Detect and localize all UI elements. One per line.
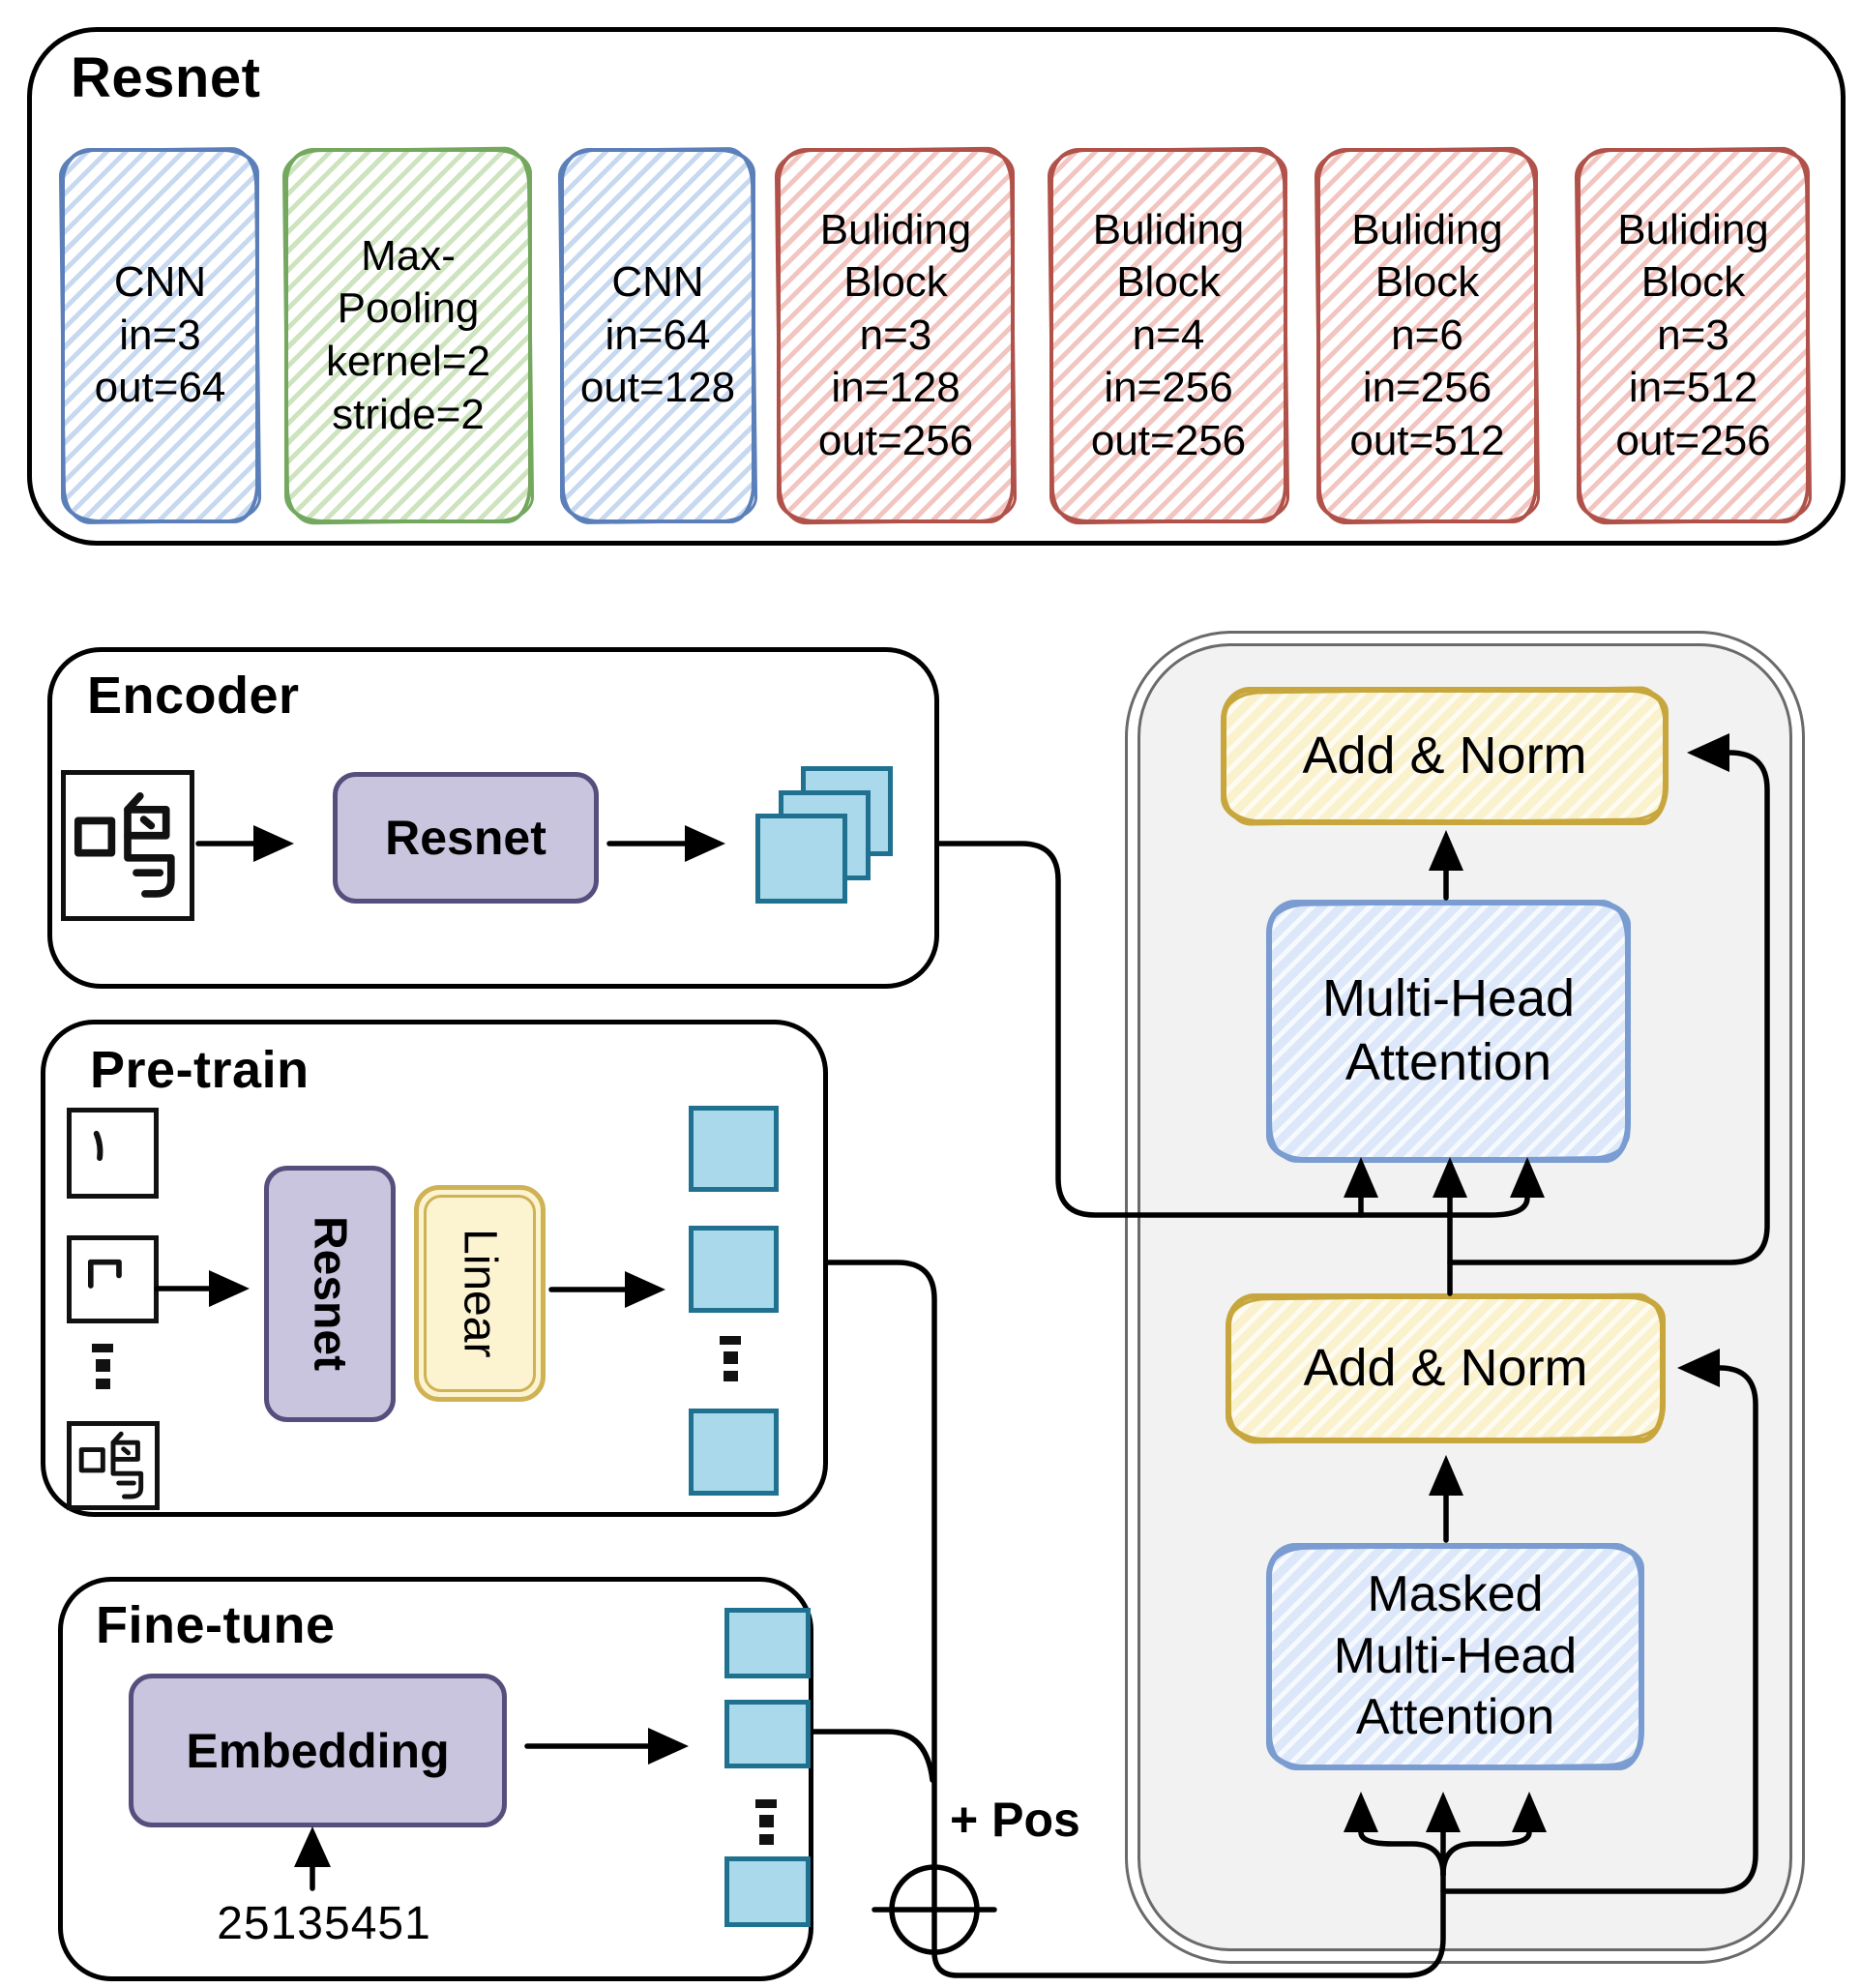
block-line: Block (1640, 258, 1746, 307)
block-cnn-1: CNN in=3 out=64 (61, 148, 259, 523)
block-line: n=4 (1132, 311, 1205, 359)
block-line: out=256 (1615, 416, 1771, 464)
block-line: Pooling (337, 284, 480, 333)
mha-line: Attention (1344, 1033, 1552, 1091)
pretrain-linear-label: Linear (454, 1229, 506, 1358)
block-line: Buliding (1617, 205, 1769, 253)
masked-mha-line: Attention (1355, 1689, 1555, 1746)
block-line: in=256 (1104, 364, 1233, 412)
stroke-input-box-1 (67, 1108, 159, 1199)
pretrain-box: Pre-train Resnet Linear (41, 1020, 828, 1517)
ming-character-glyph (78, 1431, 144, 1499)
pretrain-resnet-label: Resnet (304, 1216, 356, 1372)
stroke-input-box-2 (67, 1235, 159, 1323)
block-line: out=256 (1090, 416, 1247, 464)
block-max-pooling: Max- Pooling kernel=2 stride=2 (284, 148, 532, 523)
block-line: out=512 (1349, 416, 1505, 464)
finetune-input-sequence: 25135451 (217, 1898, 431, 1949)
plus-circle-icon (889, 1864, 980, 1955)
block-line: n=6 (1391, 311, 1463, 359)
pretrain-title: Pre-train (90, 1041, 310, 1099)
ming-character-glyph (74, 791, 175, 898)
resnet-strip-title: Resnet (71, 46, 261, 109)
token-square (724, 1700, 811, 1768)
embedding-square (689, 1106, 779, 1192)
encoder-input-char-box (61, 770, 194, 921)
add-norm-top-box: Add & Norm (1221, 687, 1669, 825)
block-line: kernel=2 (325, 338, 490, 385)
stroke-2-glyph (87, 1259, 122, 1289)
block-line: n=3 (1657, 311, 1729, 359)
embedding-square (689, 1409, 779, 1496)
block-building-4: Buliding Block n=3 in=512 out=256 (1577, 148, 1810, 523)
block-line: out=256 (817, 416, 974, 464)
encoder-resnet-label: Resnet (385, 811, 546, 865)
block-line: Max- (361, 231, 456, 280)
block-building-1: Buliding Block n=3 in=128 out=256 (777, 148, 1015, 523)
block-line: Block (1374, 258, 1480, 307)
vertical-ellipsis-icon (92, 1344, 113, 1389)
block-cnn-2: CNN in=64 out=128 (560, 148, 755, 523)
finetune-box: Fine-tune Embedding 25135451 (58, 1577, 813, 1981)
mha-line: Multi-Head (1321, 969, 1576, 1028)
token-square (724, 1608, 811, 1678)
block-line: Buliding (1351, 205, 1503, 253)
finetune-embedding-label: Embedding (186, 1723, 450, 1778)
block-line: Buliding (819, 205, 972, 253)
finetune-title: Fine-tune (96, 1596, 336, 1654)
block-line: Block (843, 258, 948, 307)
block-line: in=128 (831, 364, 960, 412)
embedding-square (689, 1226, 779, 1313)
block-line: out=128 (579, 364, 736, 412)
masked-mha-line: Multi-Head (1333, 1627, 1578, 1684)
block-line: stride=2 (332, 390, 485, 438)
block-line: n=3 (859, 311, 932, 359)
feature-map-square (755, 814, 847, 904)
pretrain-resnet-box: Resnet (264, 1166, 396, 1422)
block-building-2: Buliding Block n=4 in=256 out=256 (1049, 148, 1287, 523)
encoder-resnet-box: Resnet (333, 772, 599, 904)
block-line: in=64 (605, 311, 711, 359)
block-line: CNN (611, 258, 704, 307)
block-line: in=512 (1628, 364, 1758, 412)
block-line: Buliding (1092, 205, 1245, 253)
block-line: out=64 (94, 364, 226, 412)
pretrain-linear-box: Linear (414, 1185, 546, 1402)
add-norm-bottom-box: Add & Norm (1226, 1293, 1666, 1443)
block-line: Block (1116, 258, 1221, 307)
masked-mha-line: Masked (1367, 1566, 1544, 1623)
add-norm-bottom-label: Add & Norm (1303, 1338, 1588, 1397)
block-line: CNN (113, 258, 207, 307)
stroke-1-glyph (93, 1130, 103, 1161)
vertical-ellipsis-icon (720, 1336, 741, 1381)
resnet-strip: Resnet CNN in=3 out=64 Max- Pooling kern… (27, 27, 1846, 546)
stroke-input-box-3 (67, 1421, 160, 1510)
block-building-3: Buliding Block n=6 in=256 out=512 (1316, 148, 1538, 523)
masked-multi-head-attention-box: Masked Multi-Head Attention (1266, 1543, 1644, 1770)
pos-label: + Pos (950, 1793, 1080, 1847)
encoder-box: Encoder Resnet (47, 647, 939, 989)
add-norm-top-label: Add & Norm (1302, 726, 1587, 785)
encoder-title: Encoder (87, 667, 300, 725)
block-line: in=3 (119, 311, 201, 359)
multi-head-attention-box: Multi-Head Attention (1266, 900, 1631, 1163)
finetune-exit-line (811, 1729, 935, 1783)
vertical-ellipsis-icon (755, 1799, 777, 1845)
token-square (724, 1856, 811, 1927)
block-line: in=256 (1362, 364, 1492, 412)
finetune-embedding-box: Embedding (129, 1674, 507, 1827)
